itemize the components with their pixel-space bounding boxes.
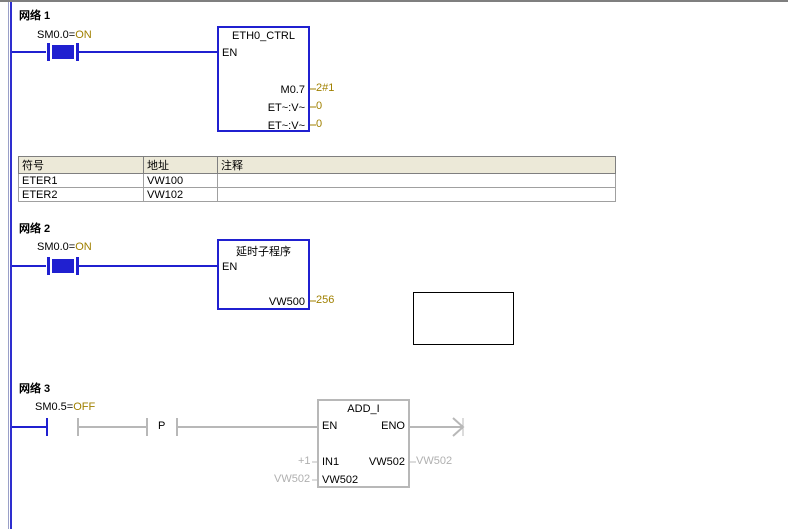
n2-delay-subroutine-box[interactable]: 延时子程序 EN VW500	[217, 239, 310, 310]
n2-contact-right-bar	[76, 257, 79, 275]
n3-box-title: ADD_I	[347, 403, 380, 415]
n1-contact-left-bar	[47, 43, 50, 61]
cell-symbol[interactable]: ETER2	[18, 187, 144, 202]
top-border	[0, 0, 788, 2]
n3-box-in1: IN1	[322, 456, 340, 468]
n3-box-in2: VW502	[322, 474, 359, 486]
n1-box-pin-et2: ET~:V~	[267, 120, 305, 132]
cell-address[interactable]: VW100	[143, 173, 218, 188]
n2-contact-sm0-0[interactable]	[46, 256, 80, 276]
n3-box-out: VW502	[368, 456, 405, 468]
n3-contact-label: SM0.5=OFF	[35, 401, 96, 413]
n1-out-value-1: 2#1	[316, 82, 335, 94]
n1-contact-fill	[52, 45, 74, 59]
n1-box-pin-m0-7: M0.7	[280, 84, 305, 96]
empty-selection-box[interactable]	[413, 292, 514, 345]
n1-contact-label: SM0.0=ON	[37, 29, 92, 41]
header-comment: 注释	[217, 156, 616, 174]
n3-p-right-bar	[176, 418, 178, 436]
header-address: 地址	[143, 156, 218, 174]
network-3-title: 网络 3	[19, 383, 51, 395]
n1-box-en: EN	[222, 47, 238, 59]
n3-out-value: VW502	[416, 455, 453, 467]
n2-out-value: 256	[316, 294, 335, 306]
network-2-title: 网络 2	[19, 223, 51, 235]
n3-contact-right-bar	[77, 418, 79, 436]
n1-out-value-2: 0	[316, 100, 323, 112]
cell-symbol[interactable]: ETER1	[18, 173, 144, 188]
n1-out-value-3: 0	[316, 118, 323, 130]
n1-contact-sm0-0[interactable]	[46, 42, 80, 62]
table-row[interactable]: ETER1 VW100	[18, 173, 616, 188]
n2-box-title: 延时子程序	[236, 246, 291, 258]
n2-contact-label: SM0.0=ON	[37, 241, 92, 253]
network-1-title: 网络 1	[19, 10, 51, 22]
n3-box-eno: ENO	[381, 420, 405, 432]
n3-in1-value: +1	[298, 455, 311, 467]
n3-add-i-box[interactable]: ADD_I EN ENO IN1 VW502 VW502	[317, 399, 410, 488]
n1-eth0-ctrl-box[interactable]: ETH0_CTRL EN M0.7 ET~:V~ ET~:V~	[217, 26, 310, 132]
n3-contact-left-bar	[46, 418, 48, 436]
n1-box-title: ETH0_CTRL	[232, 30, 295, 42]
symbol-table-header: 符号 地址 注释	[18, 156, 616, 174]
n2-contact-fill	[52, 259, 74, 273]
cell-comment[interactable]	[217, 187, 616, 202]
cell-comment[interactable]	[217, 173, 616, 188]
n2-box-en: EN	[222, 261, 238, 273]
table-row[interactable]: ETER2 VW102	[18, 187, 616, 202]
n3-positive-edge-label: P	[158, 420, 166, 432]
n1-box-pin-et1: ET~:V~	[267, 102, 305, 114]
n3-box-en: EN	[322, 420, 338, 432]
n1-contact-right-bar	[76, 43, 79, 61]
power-rail	[10, 2, 12, 529]
n2-contact-left-bar	[47, 257, 50, 275]
n3-positive-edge-contact[interactable]	[144, 416, 180, 438]
n2-box-pin-vw500: VW500	[268, 296, 305, 308]
n3-in2-value: VW502	[274, 473, 311, 485]
left-rail-shadow	[8, 2, 9, 529]
symbol-table[interactable]: 符号 地址 注释 ETER1 VW100 ETER2 VW102	[18, 156, 616, 202]
header-symbol: 符号	[18, 156, 144, 174]
cell-address[interactable]: VW102	[143, 187, 218, 202]
n3-contact-sm0-5[interactable]	[44, 416, 82, 438]
n3-p-left-bar	[146, 418, 148, 436]
